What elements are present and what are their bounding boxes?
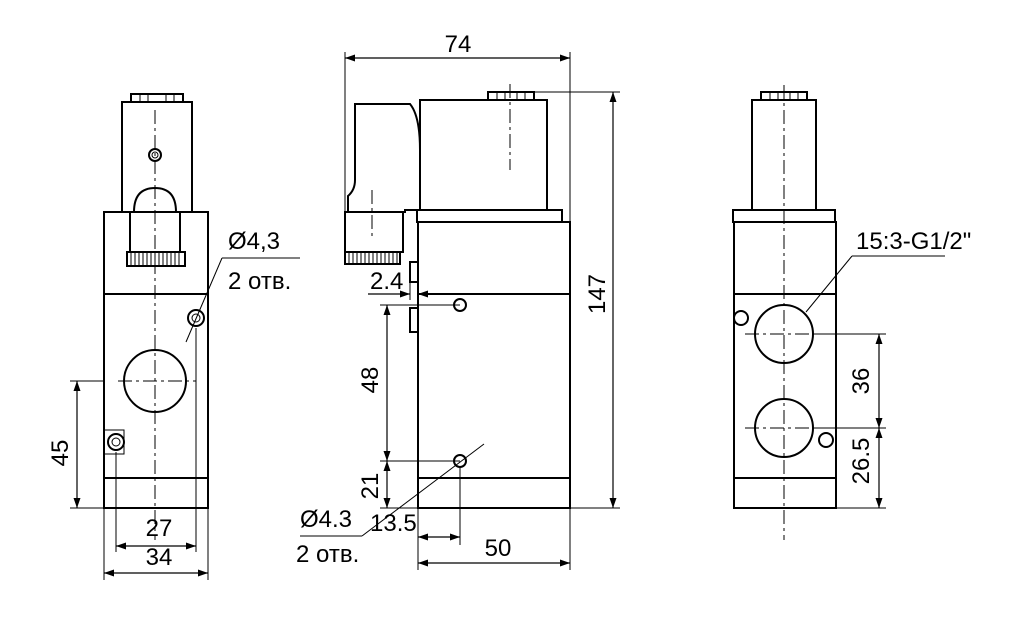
side-dim-hole-x: 13.5 [370, 510, 417, 537]
side-coil [419, 99, 548, 211]
side-connector [347, 103, 421, 213]
side-dim-offset: 2.4 [370, 268, 403, 295]
front-knurled-nut [126, 251, 186, 267]
side-hole-count-label: 2 отв. [296, 541, 359, 568]
front-dim-hole-spacing: 27 [146, 515, 173, 542]
side-connector-body [344, 211, 404, 253]
side-dim-overall-width: 74 [445, 31, 472, 58]
side-override-top [409, 261, 419, 283]
front-hole-count-label: 2 отв. [228, 268, 291, 295]
side-body [417, 221, 571, 509]
rear-mount-hole-bottom [818, 432, 834, 448]
front-mount-hole-top [187, 309, 205, 327]
rear-mount-hole-top [733, 310, 749, 326]
rear-port-callout: 15:3-G1/2" [856, 228, 971, 255]
front-dim-width: 34 [146, 544, 173, 571]
side-override-bottom [409, 307, 419, 333]
front-hole-diameter-label: Ø4,3 [228, 228, 280, 255]
rear-dim-port-spacing: 36 [848, 368, 875, 395]
side-dim-hole-spacing: 48 [357, 367, 384, 394]
rear-body [733, 221, 837, 509]
rear-view [732, 85, 945, 540]
front-mount-hole-bottom [107, 433, 125, 451]
side-dim-overall-height: 147 [584, 274, 611, 314]
side-coil-base [416, 209, 563, 223]
front-dim-height: 45 [47, 440, 74, 467]
front-body [103, 211, 209, 509]
side-hole-diameter-label: Ø4.3 [300, 506, 352, 533]
side-view [300, 52, 620, 570]
rear-dim-port-bottom: 26.5 [848, 438, 875, 485]
front-coil-cap [130, 93, 184, 103]
side-coil-cap [487, 91, 535, 101]
side-dim-bottom: 21 [357, 473, 384, 500]
side-dim-body-width: 50 [485, 535, 512, 562]
front-view [70, 93, 300, 580]
